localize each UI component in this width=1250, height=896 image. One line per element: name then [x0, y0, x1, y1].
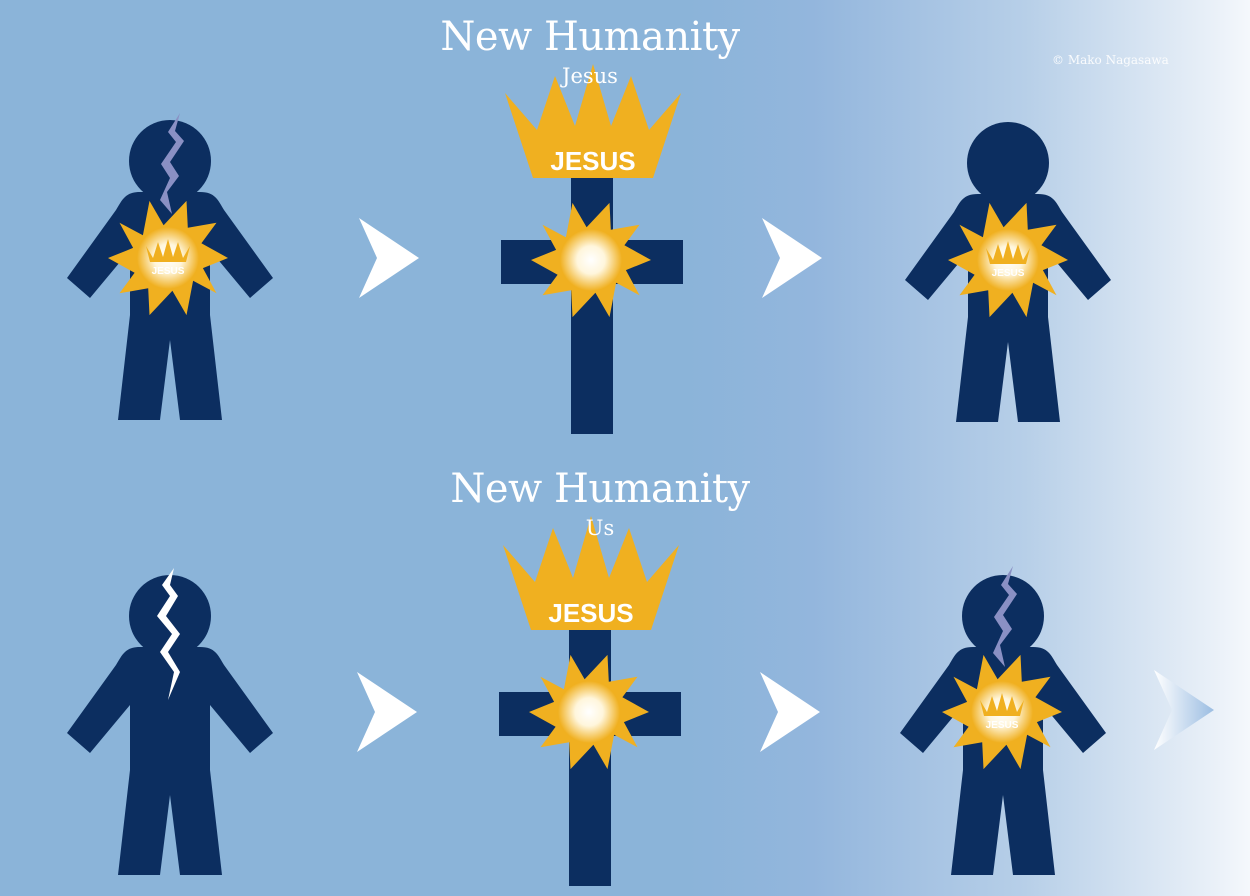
- arrow-icon: [359, 218, 419, 298]
- sun-icon: JESUS: [108, 200, 228, 316]
- crown-label: JESUS: [548, 598, 633, 628]
- arrow-icon: [760, 672, 820, 752]
- row-1-title: New Humanity: [440, 14, 740, 60]
- sun-icon: JESUS: [948, 202, 1068, 318]
- crown-icon: JESUS: [503, 516, 679, 630]
- row-1-subtitle: Jesus: [562, 64, 618, 88]
- sun-icon: JESUS: [942, 654, 1062, 770]
- heart-label: JESUS: [992, 268, 1025, 279]
- heart-label: JESUS: [152, 266, 185, 277]
- heart-label: JESUS: [986, 720, 1019, 731]
- copyright-notice: © Mako Nagasawa: [1052, 53, 1169, 67]
- crack-icon: [157, 568, 180, 700]
- cross-icon: [501, 168, 683, 434]
- crown-icon: JESUS: [505, 64, 681, 178]
- arrow-icon: [1154, 670, 1214, 750]
- crack-icon: [993, 566, 1017, 667]
- row-2-title: New Humanity: [450, 466, 750, 512]
- cross-icon: [499, 620, 681, 886]
- row-2-subtitle: Us: [585, 516, 615, 540]
- person-icon: [67, 575, 273, 875]
- crack-icon: [160, 113, 184, 214]
- crown-label: JESUS: [550, 146, 635, 176]
- arrow-icon: [762, 218, 822, 298]
- arrow-icon: [357, 672, 417, 752]
